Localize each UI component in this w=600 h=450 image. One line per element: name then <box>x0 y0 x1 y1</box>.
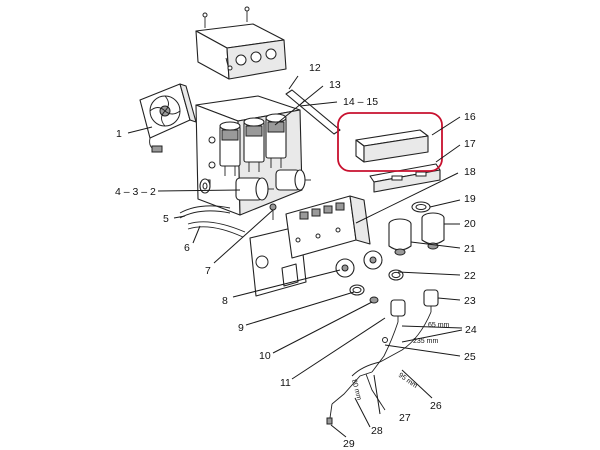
callout-7: 7 <box>205 265 211 277</box>
leader-lines <box>127 75 463 438</box>
highlight-box <box>337 112 443 172</box>
motor-module-left <box>219 121 241 176</box>
elbow-left <box>390 299 406 322</box>
callout-26: 26 <box>430 400 442 412</box>
callout-29: 29 <box>343 438 355 450</box>
callout-labels: 1 4 – 3 – 2 5 6 7 8 9 10 11 12 13 14 – 1… <box>115 62 477 450</box>
callout-28: 28 <box>371 425 383 437</box>
valve-8-right <box>363 250 383 270</box>
cooling-fan <box>139 83 197 153</box>
callout-14-15: 14 – 15 <box>343 96 378 108</box>
dimension-80mm: 80 mm <box>350 379 362 402</box>
callout-11: 11 <box>280 377 291 389</box>
dimension-235mm: 235 mm <box>413 338 438 345</box>
callout-24: 24 <box>465 324 477 336</box>
ring-19 <box>411 201 431 213</box>
tube-6 <box>187 221 246 238</box>
pump-left <box>388 218 412 256</box>
callout-19: 19 <box>464 193 476 205</box>
part-16-bar <box>355 129 429 163</box>
callout-20: 20 <box>464 218 476 230</box>
o-ring-9 <box>349 284 365 296</box>
valve-8-left <box>335 258 355 278</box>
callout-9: 9 <box>238 322 244 334</box>
callout-22: 22 <box>464 270 476 282</box>
grommet-left <box>199 178 211 194</box>
callout-16: 16 <box>464 111 476 123</box>
callout-5: 5 <box>163 213 169 225</box>
nut-10 <box>369 296 379 304</box>
callout-6: 6 <box>184 242 190 254</box>
pump-right <box>421 212 445 250</box>
lower-bracket <box>249 195 371 297</box>
callout-18: 18 <box>464 166 476 178</box>
pump-motor-left <box>235 177 274 201</box>
callout-10: 10 <box>259 350 271 362</box>
callout-17: 17 <box>464 138 476 150</box>
callout-1: 1 <box>116 128 122 140</box>
motor-module-middle <box>243 117 265 172</box>
dimension-65mm: 65 mm <box>428 322 450 329</box>
dimension-labels: 65 mm 235 mm 95 mm 80 mm <box>350 322 449 401</box>
callout-27: 27 <box>399 412 411 424</box>
callout-4-3-2: 4 – 3 – 2 <box>115 186 156 198</box>
callout-21: 21 <box>464 243 476 255</box>
callout-12: 12 <box>309 62 321 74</box>
hoses <box>326 311 432 425</box>
top-cover-plate <box>195 6 287 80</box>
dimension-95mm: 95 mm <box>397 372 419 390</box>
pump-motor-right <box>275 169 311 191</box>
callout-23: 23 <box>464 295 476 307</box>
o-ring-22 <box>388 269 404 281</box>
motor-module-right <box>265 113 287 168</box>
part-17-bracket <box>369 163 441 193</box>
elbow-right <box>423 289 439 312</box>
callout-25: 25 <box>464 351 476 363</box>
callout-8: 8 <box>222 295 228 307</box>
callout-13: 13 <box>329 79 341 91</box>
